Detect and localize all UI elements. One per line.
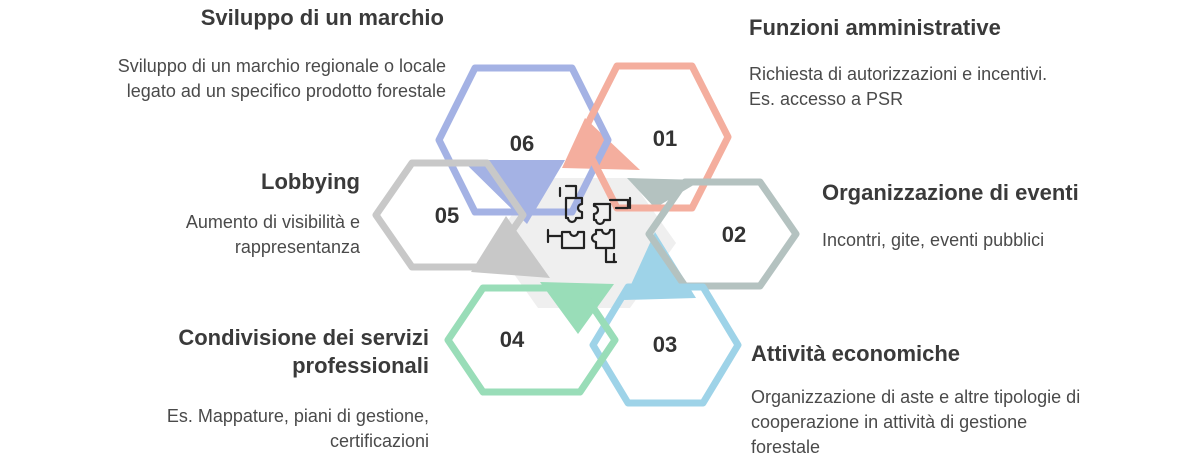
desc-01-line-2: Es. accesso a PSR [749,89,904,109]
desc-04-line-2: certificazioni [329,431,429,451]
title-06: Sviluppo di un marchio [200,5,444,30]
desc-03: Organizzazione di aste e altre tipologie… [751,385,1195,460]
title-02: Organizzazione di eventi [822,180,1079,205]
desc-01-line-1: Richiesta di autorizzazioni e incentivi. [749,64,1048,84]
hexagon-02 [645,178,800,290]
desc-02-line-1: Incontri, gite, eventi pubblici [822,230,1045,250]
desc-05-line-2: rappresentanza [234,237,360,257]
hexagon-06 [435,64,612,216]
desc-02: Incontri, gite, eventi pubblici [822,228,1192,253]
hexagon-03 [589,283,742,407]
hexagon-04 [444,284,619,396]
desc-04: Es. Mappature, piani di gestione, certif… [40,404,429,454]
number-06: 06 [510,131,534,156]
number-05: 05 [435,203,459,228]
desc-03-line-3: forestale [751,437,821,457]
desc-05-line-1: Aumento di visibilità e [185,212,360,232]
desc-03-line-1: Organizzazione di aste e altre tipologie… [751,387,1081,407]
title-04-line-2: professionali [292,353,429,378]
desc-06: Sviluppo di un marchio regionale o local… [0,54,446,104]
desc-03-line-2: cooperazione in attività di gestione [751,412,1028,432]
title-04: Condivisione dei servizi professionali [60,324,429,380]
title-01: Funzioni amministrative [749,15,1001,40]
number-02: 02 [722,222,746,247]
title-04-line-1: Condivisione dei servizi [178,325,429,350]
desc-06-line-2: legato ad un specifico prodotto forestal… [126,81,446,101]
wedge-04 [540,282,614,334]
number-04: 04 [500,327,525,352]
desc-05: Aumento di visibilità e rappresentanza [80,210,360,260]
desc-01: Richiesta di autorizzazioni e incentivi.… [749,62,1189,112]
number-01: 01 [653,126,677,151]
number-03: 03 [653,332,677,357]
puzzle-hands-icon [546,184,632,264]
hexagon-05 [372,159,527,271]
desc-06-line-1: Sviluppo di un marchio regionale o local… [117,56,446,76]
wedge-03 [624,232,696,300]
hexagon-01 [577,62,732,212]
desc-04-line-1: Es. Mappature, piani di gestione, [166,406,429,426]
title-03: Attività economiche [751,341,961,366]
wedge-06 [462,160,565,224]
title-05: Lobbying [261,169,360,194]
